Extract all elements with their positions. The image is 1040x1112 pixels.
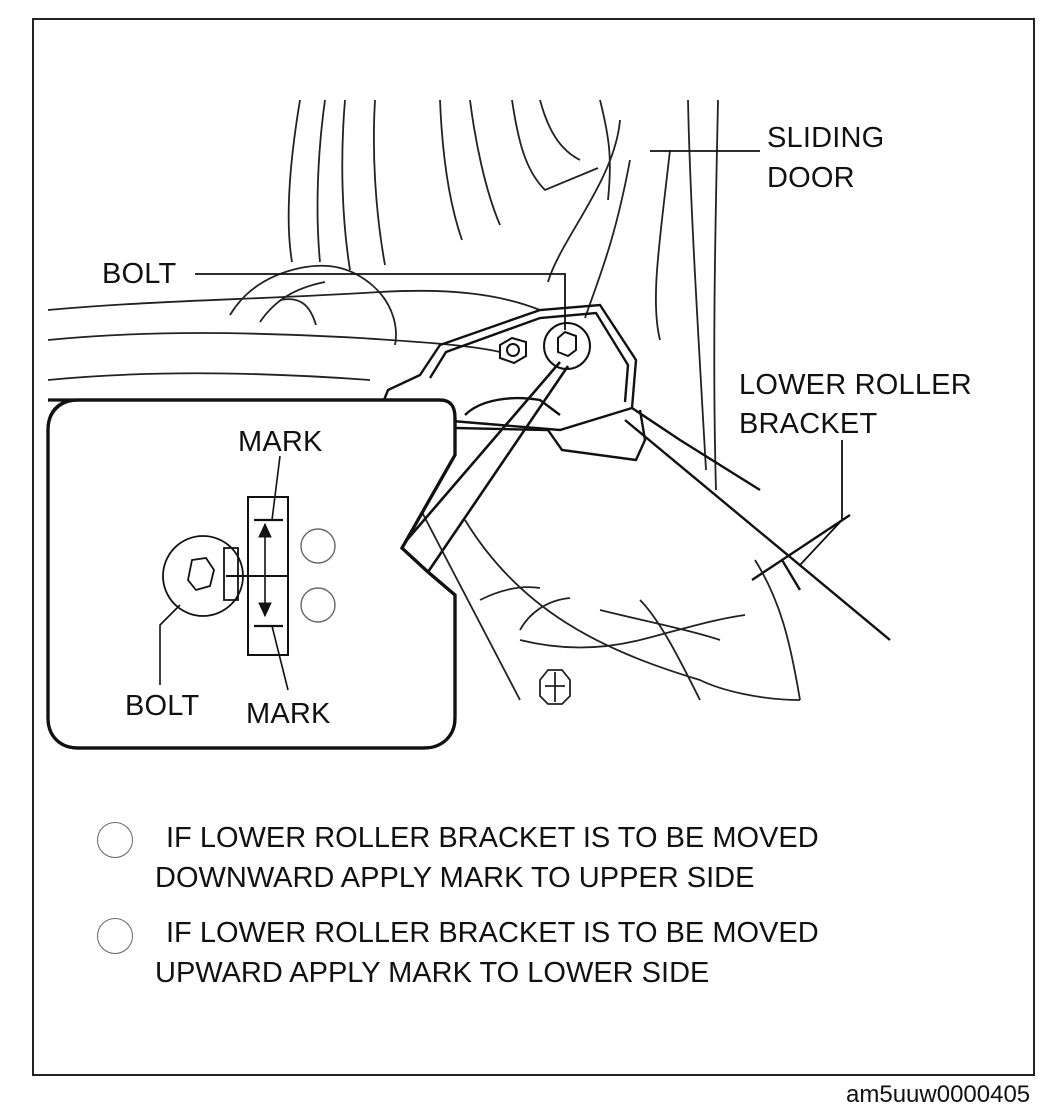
inset-mark-top-label: MARK [238,426,323,458]
note-2-line2: UPWARD APPLY MARK TO LOWER SIDE [155,957,710,989]
lower-roller-bracket-label-line1: LOWER ROLLER [739,369,972,401]
lower-roller-bracket-label-line2: BRACKET [739,408,878,440]
floor-panel-lines [400,470,800,704]
note-1-line2: DOWNWARD APPLY MARK TO UPPER SIDE [155,862,755,894]
zoom-guide-lines [400,362,568,572]
vehicle-body-lines [48,100,718,490]
inset-detail [48,400,455,748]
inset-mark-bottom-label: MARK [246,698,331,730]
bracket-bolt-shape [500,323,590,369]
note-2-circle-icon [97,918,133,954]
bolt-label: BOLT [102,258,177,290]
note-1-circle-icon [97,822,133,858]
note-2-line1: IF LOWER ROLLER BRACKET IS TO BE MOVED [166,917,819,949]
figure-id: am5uuw0000405 [846,1081,1031,1108]
sliding-door-label-line1: SLIDING [767,122,885,154]
lower-roller-bracket-shape [380,305,890,640]
note-1-line1: IF LOWER ROLLER BRACKET IS TO BE MOVED [166,822,819,854]
callout-leaders [195,151,842,565]
inset-bolt-label: BOLT [125,690,200,722]
sliding-door-label-line2: DOOR [767,162,855,194]
figure-frame [32,18,1035,1076]
